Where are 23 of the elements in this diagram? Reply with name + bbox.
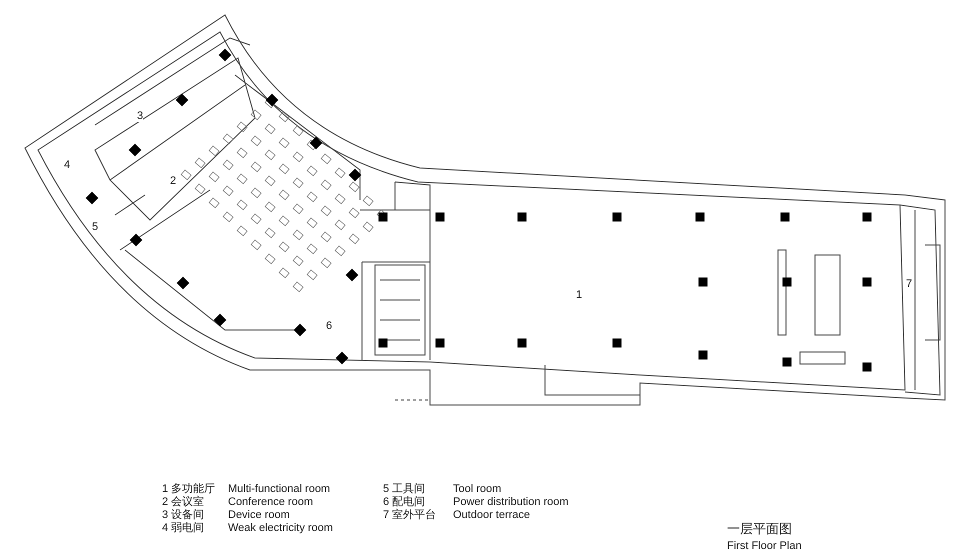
room-number: 6 <box>326 321 332 332</box>
room-number: 4 <box>64 160 70 171</box>
key-text: 3 设备间 <box>162 510 204 521</box>
room-number: 3 <box>137 111 144 122</box>
key-text: Outdoor terrace <box>453 510 530 521</box>
plan-caption: First Floor Plan <box>727 540 802 552</box>
key-text: Weak electricity room <box>228 523 333 534</box>
key-text: 7 室外平台 <box>383 510 436 521</box>
room-number: 5 <box>92 222 98 233</box>
plan-title: 一层平面图 <box>727 520 792 538</box>
room-number: 1 <box>576 290 582 301</box>
key-text: Multi-functional room <box>228 484 330 495</box>
key-text: Power distribution room <box>453 497 569 508</box>
room-number: 2 <box>170 176 176 187</box>
key-text: 6 配电间 <box>383 497 426 508</box>
key-text: 4 弱电间 <box>162 523 204 534</box>
key-text: Device room <box>228 510 290 521</box>
key-text: Tool room <box>453 484 502 495</box>
key-text: Conference room <box>228 497 313 508</box>
key-text: 5 工具间 <box>383 484 426 495</box>
key-text: 1 多功能厅 <box>162 484 216 495</box>
room-number: 7 <box>906 279 912 290</box>
key-text: 2 会议室 <box>162 497 204 508</box>
